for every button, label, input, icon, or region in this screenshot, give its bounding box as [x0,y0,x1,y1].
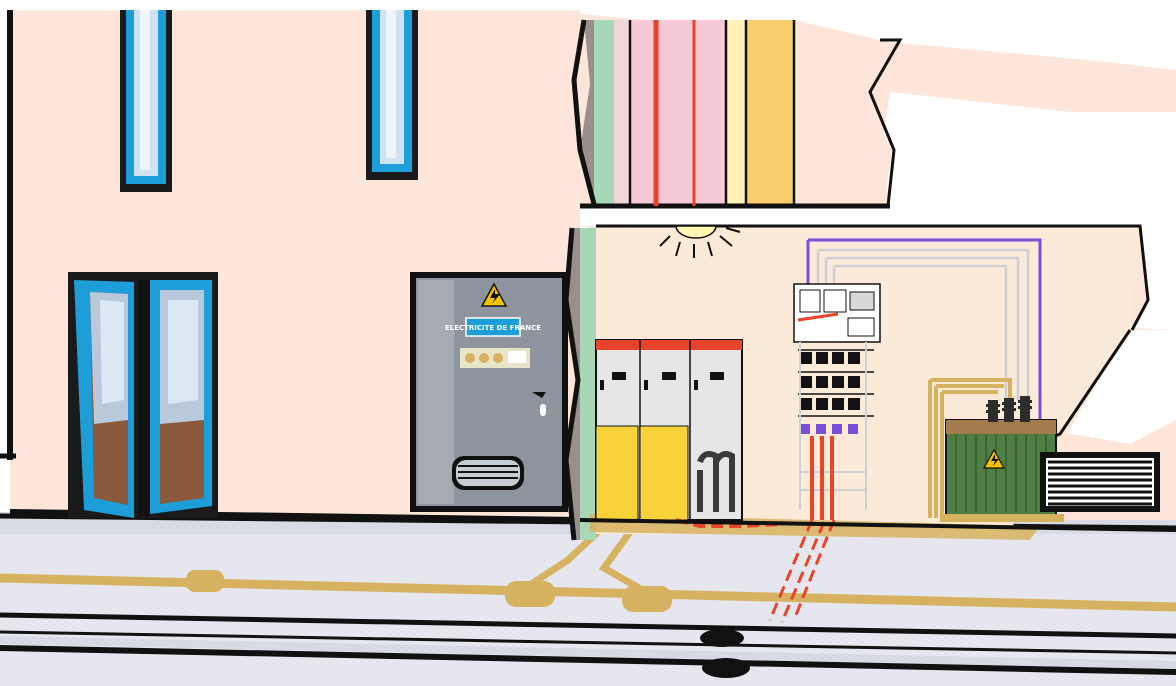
entrance-double-door [68,272,218,518]
cable-joint [186,570,224,592]
utility-cabinet: ELECTRICITE DE FRANCE [410,272,568,512]
substation-sign: ELECTRICITE DE FRANCE [445,324,541,332]
upper-window [120,10,172,192]
ventilation-grille [1040,452,1160,512]
upper-window [366,10,418,180]
